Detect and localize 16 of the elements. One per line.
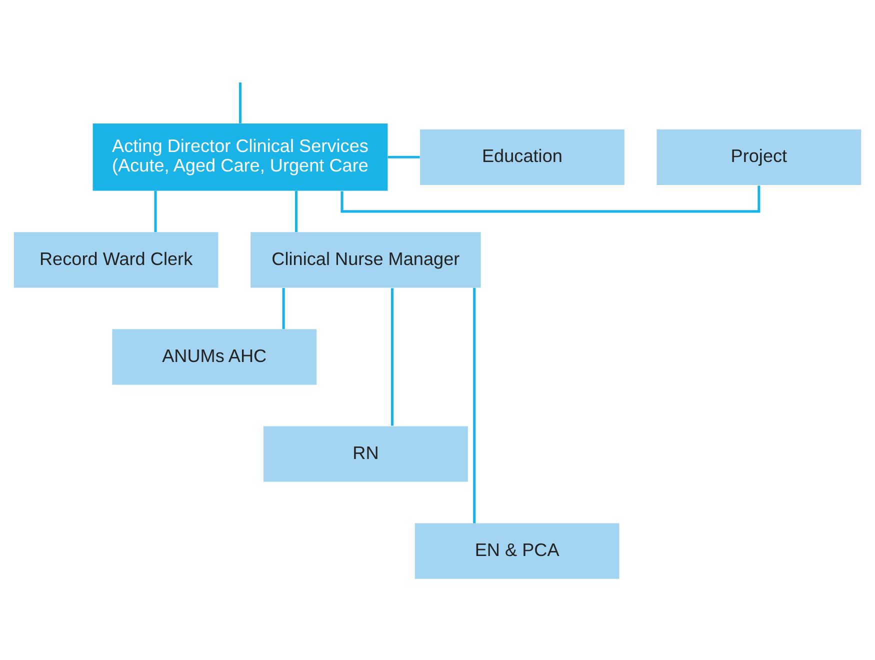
node-box: EN & PCA xyxy=(414,523,620,579)
connector xyxy=(390,288,394,426)
node-box: ANUMs AHC xyxy=(112,329,317,385)
node-box: Record Ward Clerk xyxy=(14,232,218,288)
connector xyxy=(295,190,298,232)
node-box: RN xyxy=(264,426,468,482)
node-box: Acting Director Clinical Services (Acute, Aged Care, Urgent Care xyxy=(92,124,388,191)
connector xyxy=(238,82,242,124)
connector xyxy=(388,156,420,158)
node-box: Education xyxy=(420,129,624,185)
connector xyxy=(154,190,157,232)
node-box: Project xyxy=(656,129,862,185)
node-box: Clinical Nurse Manager xyxy=(250,232,481,288)
connector xyxy=(473,288,476,524)
connector xyxy=(282,288,285,329)
connector xyxy=(340,186,760,213)
